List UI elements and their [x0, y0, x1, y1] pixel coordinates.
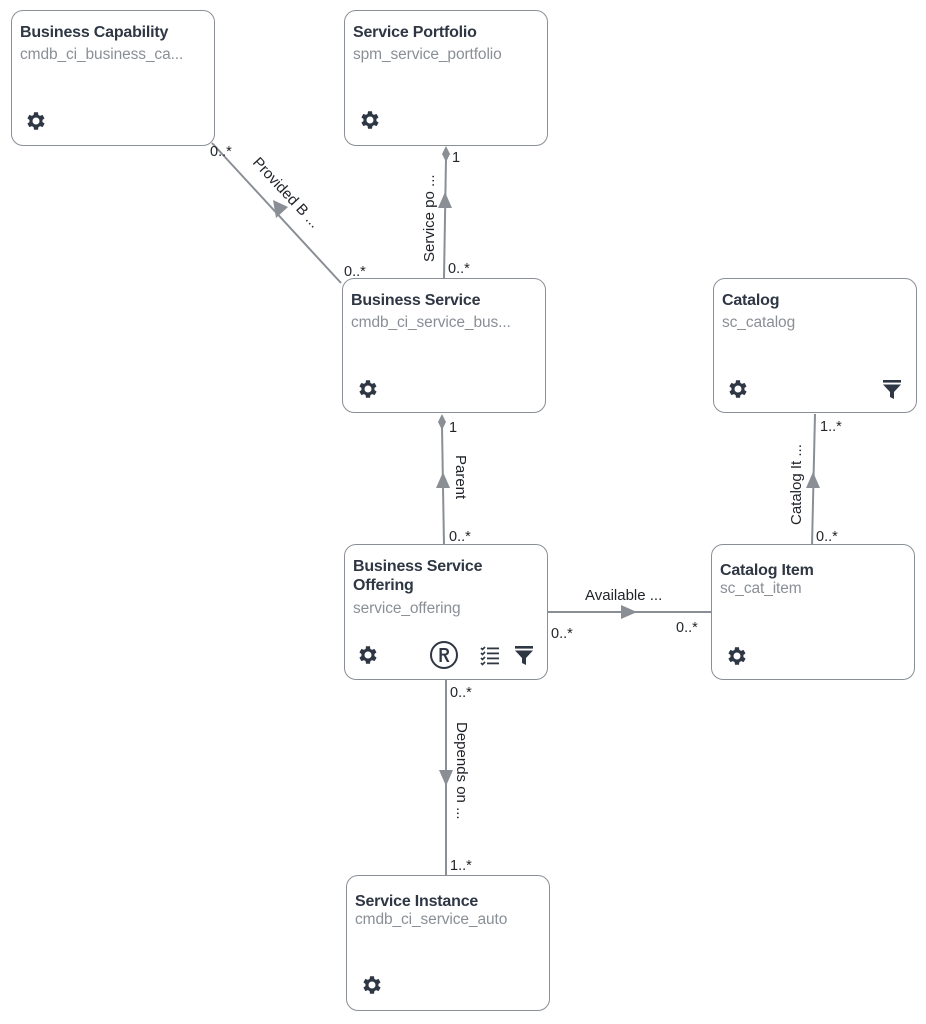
- edge-provided-by[interactable]: Provided B ... 0..* 0..*: [210, 142, 366, 284]
- edge-label-catalog-item: Catalog It ...: [788, 444, 805, 525]
- edge-available[interactable]: Available ... 0..* 0..*: [546, 587, 711, 642]
- node-table-name: sc_cat_item: [720, 580, 802, 597]
- gear-icon[interactable]: [724, 644, 748, 668]
- node-table-name: cmdb_ci_service_auto: [355, 911, 508, 928]
- card-provided-by-target: 0..*: [210, 144, 232, 160]
- edge-parent[interactable]: Parent 1 0..*: [436, 414, 471, 547]
- edge-label-service-portfolio: Service po ...: [421, 174, 438, 262]
- card-depends-on-target: 1..*: [450, 858, 472, 874]
- node-title: Catalog Item: [720, 562, 814, 579]
- card-available-target: 0..*: [676, 620, 698, 636]
- card-parent-source: 0..*: [449, 529, 471, 545]
- card-provided-by-source: 0..*: [344, 264, 366, 280]
- edge-depends-on[interactable]: Depends on ... 0..* 1..*: [439, 679, 472, 875]
- node-business-capability[interactable]: Business Capability cmdb_ci_business_ca.…: [11, 10, 215, 146]
- node-catalog[interactable]: Catalog sc_catalog: [713, 278, 917, 413]
- gear-icon[interactable]: [359, 973, 383, 997]
- node-title-line-1: Business Service: [353, 558, 483, 575]
- edge-catalog-item[interactable]: Catalog It ... 1..* 0..*: [788, 413, 842, 547]
- node-title: Service Instance: [355, 893, 479, 910]
- node-table-name: sc_catalog: [722, 314, 796, 331]
- filter-icon[interactable]: [512, 643, 536, 667]
- node-service-portfolio[interactable]: Service Portfolio spm_service_portfolio: [344, 10, 548, 146]
- edge-label-depends-on: Depends on ...: [453, 722, 470, 820]
- card-service-portfolio-target: 1: [452, 150, 460, 166]
- node-service-instance[interactable]: Service Instance cmdb_ci_service_auto: [346, 875, 550, 1011]
- node-business-service-offering[interactable]: Business Service Offering service_offeri…: [344, 544, 548, 680]
- card-available-source: 0..*: [551, 626, 573, 642]
- card-parent-target: 1: [449, 420, 457, 436]
- edge-label-provided-by: Provided B ...: [249, 154, 323, 231]
- gear-icon[interactable]: [355, 643, 379, 667]
- node-business-service[interactable]: Business Service cmdb_ci_service_bus...: [342, 278, 546, 413]
- node-table-name: cmdb_ci_business_ca...: [20, 46, 184, 63]
- gear-icon[interactable]: [357, 108, 381, 132]
- node-table-name: service_offering: [353, 600, 461, 617]
- edge-label-available: Available ...: [585, 587, 662, 604]
- node-title: Business Capability: [20, 24, 169, 41]
- checklist-icon[interactable]: [479, 644, 501, 666]
- gear-icon[interactable]: [23, 109, 47, 133]
- card-catalog-item-source: 0..*: [816, 529, 838, 545]
- node-title-line-2: Offering: [353, 577, 414, 594]
- card-catalog-item-target: 1..*: [820, 419, 842, 435]
- node-title: Catalog: [722, 292, 780, 309]
- edge-label-parent: Parent: [452, 455, 469, 500]
- node-title: Service Portfolio: [353, 24, 477, 41]
- node-table-name: cmdb_ci_service_bus...: [351, 314, 511, 331]
- card-service-portfolio-source: 0..*: [448, 261, 470, 277]
- node-title: Business Service: [351, 292, 481, 309]
- node-title: Business Service Offering: [353, 557, 539, 595]
- gear-icon[interactable]: [725, 377, 749, 401]
- edge-service-portfolio[interactable]: Service po ... 1 0..*: [421, 146, 470, 279]
- gear-icon[interactable]: [355, 377, 379, 401]
- node-table-name: spm_service_portfolio: [353, 46, 502, 63]
- card-depends-on-source: 0..*: [450, 685, 472, 701]
- node-catalog-item[interactable]: Catalog Item sc_cat_item: [711, 544, 915, 680]
- filter-icon[interactable]: [880, 377, 904, 401]
- registered-icon[interactable]: [429, 640, 459, 670]
